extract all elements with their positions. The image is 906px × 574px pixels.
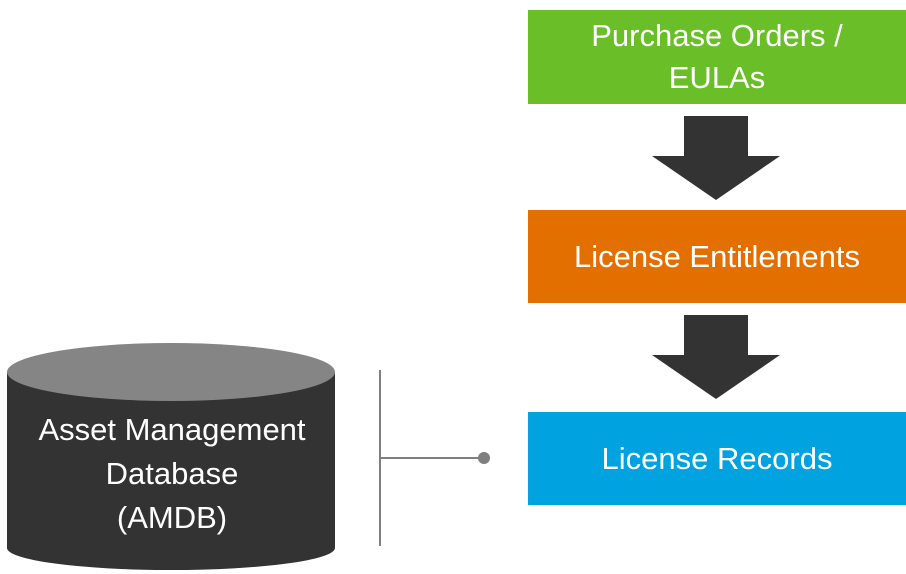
purchase-orders-label-line1: Purchase Orders /	[591, 18, 843, 53]
down-arrow-shape	[652, 116, 780, 200]
database-cylinder-top	[7, 343, 335, 401]
database-label: Asset Management Database (AMDB)	[8, 408, 336, 540]
database-label-line3: (AMDB)	[116, 500, 228, 535]
purchase-orders-label-line2: EULAs	[668, 60, 766, 95]
down-arrow-icon	[652, 116, 780, 200]
down-arrow-shape	[652, 315, 780, 399]
down-arrow-icon	[652, 315, 780, 399]
purchase-orders-box: Purchase Orders / EULAs	[528, 10, 906, 104]
database-connector	[379, 370, 490, 546]
database-label-line1: Asset Management	[38, 412, 306, 447]
license-entitlements-box: License Entitlements	[528, 210, 906, 303]
database-cylinder-icon	[7, 343, 335, 570]
database-cylinder-body	[7, 372, 335, 570]
license-entitlements-label: License Entitlements	[573, 238, 861, 274]
license-records-box: License Records	[528, 412, 906, 505]
license-records-label: License Records	[601, 440, 833, 476]
database-label-line2: Database	[105, 456, 239, 491]
connector-endpoint-dot	[478, 452, 490, 464]
